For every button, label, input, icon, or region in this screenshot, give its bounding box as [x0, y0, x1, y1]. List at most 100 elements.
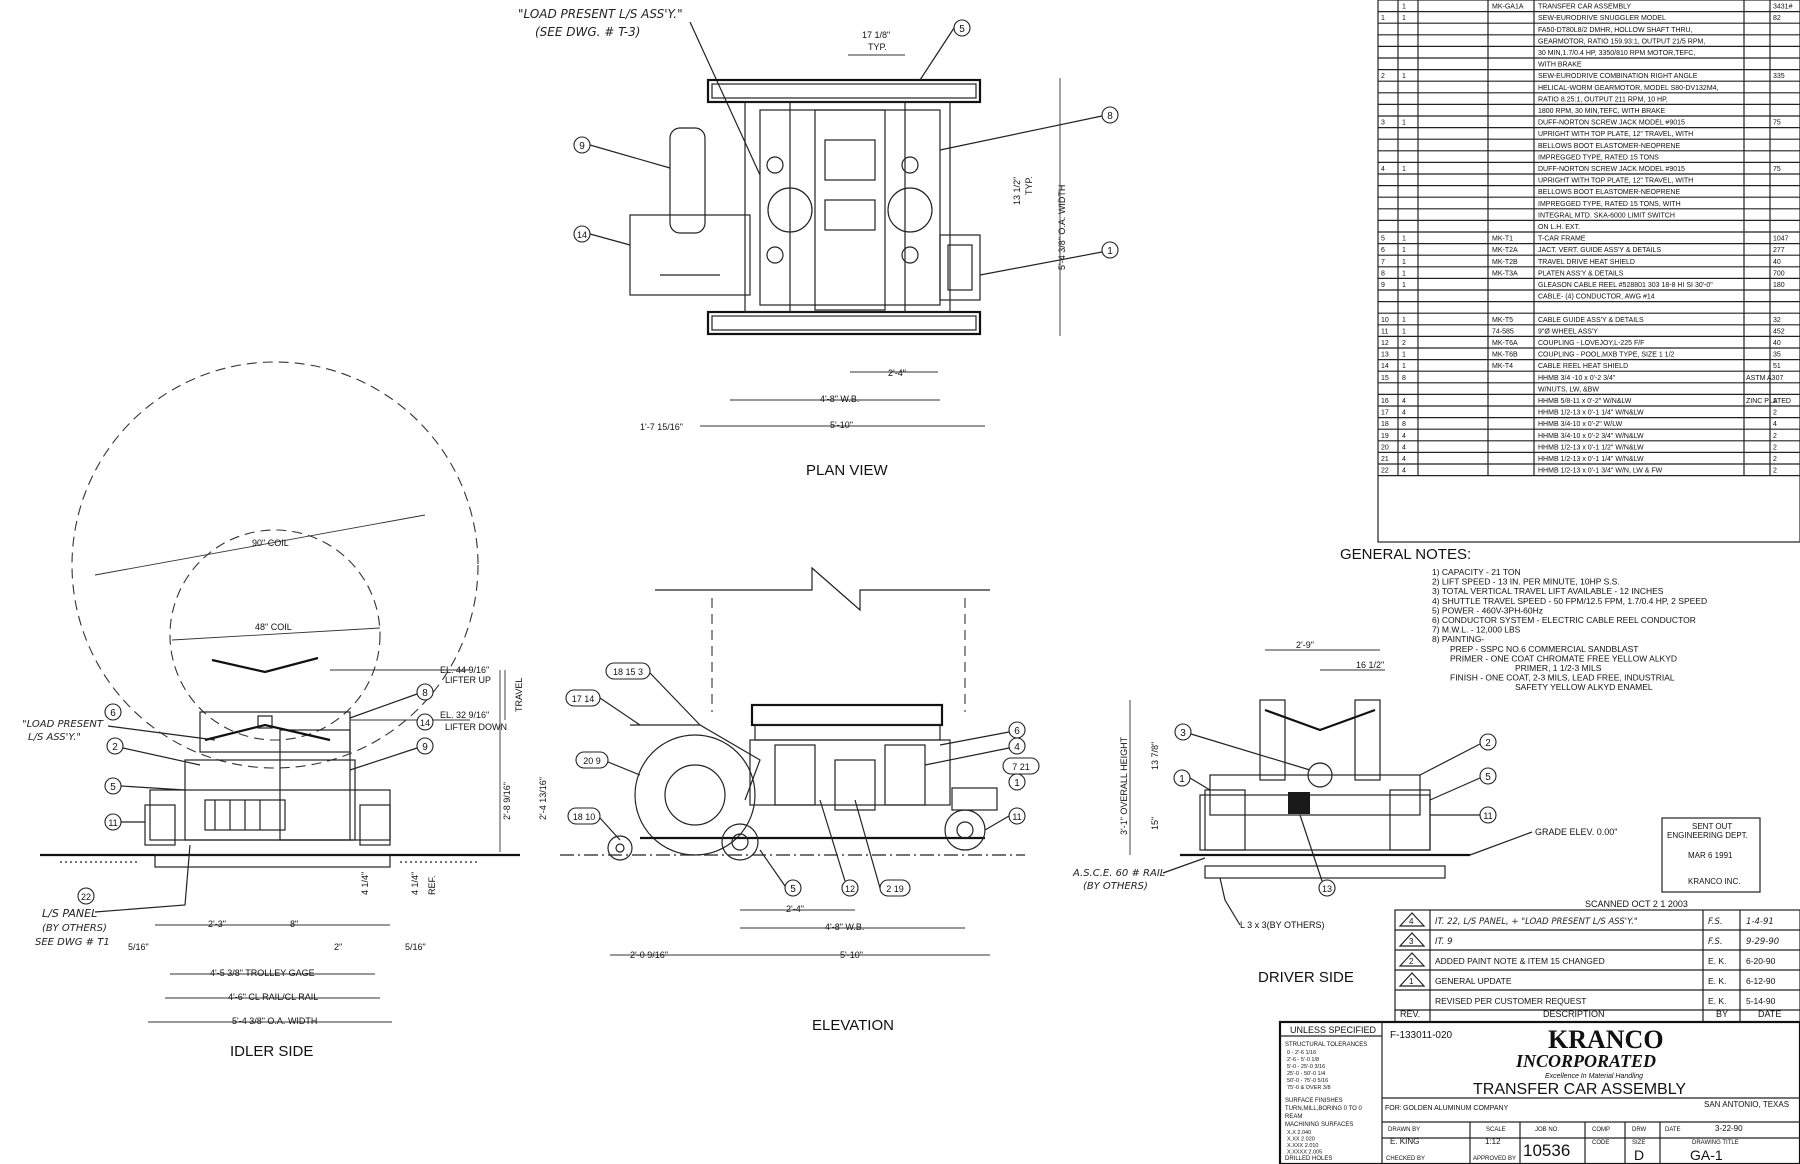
bom-description: HHMB 1/2-13 x 0'-1 1/4" W/N&LW — [1538, 410, 1644, 417]
scale-value: 1:12 — [1485, 1137, 1501, 1146]
el-down-label: EL. 32 9/16" — [440, 710, 489, 720]
bom-item-no: 20 — [1381, 444, 1389, 451]
bom-item-no: 2 — [1381, 73, 1385, 80]
idler-dim-3: 4 1/4" — [360, 872, 370, 895]
unless-specified: UNLESS SPECIFIED — [1290, 1025, 1377, 1035]
bom-description: CABLE REEL HEAT SHIELD — [1538, 363, 1628, 370]
bom-qty: 1 — [1402, 317, 1406, 324]
bom-mark: MK-T6B — [1492, 352, 1518, 359]
bom-description: COUPLING - LOVEJOY,L-225 F/F — [1538, 340, 1644, 347]
drawn-by: E. KING — [1390, 1137, 1419, 1146]
bom-weight: 32 — [1773, 317, 1781, 324]
bom-item-no: 3 — [1381, 120, 1385, 127]
bom-weight: 700 — [1773, 270, 1785, 277]
bom-weight: 180 — [1773, 282, 1785, 289]
bom-qty: 1 — [1402, 4, 1406, 11]
bom-description: INTEGRAL MTD. SKA-6000 LIMIT SWITCH — [1538, 212, 1675, 219]
idler-dim-9: 5/16" — [128, 942, 149, 952]
bom-qty: 8 — [1402, 421, 1406, 428]
scale-label: SCALE — [1486, 1127, 1506, 1133]
bom-description: HHMB 3/4-10 x 0'-2 3/4" W/N&LW — [1538, 433, 1644, 440]
bom-row: W/NUTS, LW, &BW — [1538, 386, 1599, 393]
bom-description: HHMB 1/2-13 x 0'-1 1/4" W/N&LW — [1538, 456, 1644, 463]
tolerance-row: 0 - 2'-6 1/16 — [1287, 1050, 1316, 1056]
revision-description: REVISED PER CUSTOMER REQUEST — [1435, 996, 1586, 1006]
bom-description: TRANSFER CAR ASSEMBLY — [1538, 4, 1632, 11]
bom-weight: 2 — [1773, 444, 1777, 451]
for-label: FOR: — [1385, 1105, 1402, 1112]
bom-qty: 1 — [1402, 15, 1406, 22]
driver-dim-5: 3'-1" OVERALL HEIGHT — [1119, 736, 1129, 835]
panel-note-2: (BY OTHERS) — [42, 923, 107, 934]
bom-qty: 1 — [1402, 259, 1406, 266]
bom-description: GEARMOTOR, RATIO 159.93:1, OUTPUT 21/5 R… — [1538, 38, 1705, 45]
title-block: UNLESS SPECIFIED STRUCTURAL TOLERANCES 0… — [1278, 1020, 1800, 1164]
bom-item-no: 15 — [1381, 375, 1389, 382]
coil-90-label: 90" COIL — [252, 538, 289, 548]
elev-balloon-20-9: 20 9 — [575, 751, 609, 769]
plan-balloon-9: 9 — [573, 136, 591, 154]
idler-balloon-9: 9 — [416, 737, 434, 755]
grade-note: GRADE ELEV. 0.00" — [1535, 827, 1617, 837]
general-note-line: PRIMER, 1 1/2-3 MILS — [1515, 663, 1602, 673]
for-value: GOLDEN ALUMINUM COMPANY — [1403, 1105, 1509, 1112]
bom-description: T-CAR FRAME — [1538, 236, 1586, 243]
bom-qty: 1 — [1402, 328, 1406, 335]
bom-item-no: 4 — [1381, 166, 1385, 173]
bom-mark: MK-T1 — [1492, 236, 1513, 243]
tolerance-row: 2'-6 - 5'-0 1/8 — [1287, 1057, 1319, 1063]
driver-dim-4: 15" — [1150, 817, 1160, 830]
bom-item-no: 11 — [1381, 328, 1388, 335]
svg-text:14: 14 — [577, 230, 587, 240]
bom-description: HELICAL-WORM GEARMOTOR, MODEL S80-DV132M… — [1538, 85, 1719, 92]
bom-description: 9"Ø WHEEL ASS'Y — [1538, 328, 1598, 335]
bom-row: UPRIGHT WITH TOP PLATE, 12" TRAVEL, WITH — [1538, 131, 1693, 138]
bom-description: HHMB 1/2-13 x 0'-1 3/4" W/N, LW & FW — [1538, 468, 1663, 475]
scanned-stamp: SCANNED OCT 2 1 2003 — [1585, 899, 1688, 909]
elev-balloon-18-10: 18 10 — [567, 807, 601, 825]
driver-dim-1: 2'-9" — [1296, 640, 1314, 650]
revision-by: F.S. — [1708, 937, 1723, 947]
revision-number: 4 — [1409, 917, 1414, 926]
svg-text:9: 9 — [579, 141, 585, 152]
elev-dim-2: 4'-8" W.B. — [825, 922, 864, 932]
bom-description: DUFF-NORTON SCREW JACK MODEL #9015 — [1538, 166, 1685, 173]
svg-text:13: 13 — [1322, 884, 1332, 894]
driver-side-title: DRIVER SIDE — [1258, 969, 1354, 986]
bom-mark: MK-T2B — [1492, 259, 1518, 266]
rev-hdr-date: DATE — [1758, 1009, 1781, 1019]
elev-balloon-11: 11 — [1008, 807, 1026, 825]
idler-balloon-8: 8 — [416, 683, 434, 701]
bom-mark: MK-GA1A — [1492, 4, 1524, 11]
bom-qty: 4 — [1402, 433, 1406, 440]
general-note-line: 8) PAINTING- — [1432, 634, 1484, 644]
location: SAN ANTONIO, TEXAS — [1704, 1100, 1789, 1109]
job-label: JOB NO. — [1535, 1127, 1559, 1133]
driver-dim-3: 13 7/8" — [1150, 742, 1160, 770]
bom-description: HHMB 3/4-10 x 0'-2" W/LW — [1538, 421, 1623, 428]
tolerance-row: 25'-0 - 50'-0 1/4 — [1287, 1071, 1325, 1077]
bom-description: 1800 RPM, 30 MIN,TEFC, WITH BRAKE — [1538, 108, 1666, 115]
driver-balloon-1: 1 — [1173, 769, 1191, 787]
bom-mark: MK-T2A — [1492, 247, 1518, 254]
revision-description: IT. 22, L/S PANEL, + "LOAD PRESENT L/S A… — [1435, 917, 1638, 927]
svg-text:8: 8 — [1107, 111, 1113, 122]
bom-weight: 75 — [1773, 166, 1781, 173]
bom-description: COUPLING - POOL,MXB TYPE, SIZE 1 1/2 — [1538, 352, 1675, 359]
general-note-line: 7) M.W.L. - 12,000 LBS — [1432, 625, 1521, 635]
bom-item-no: 5 — [1381, 236, 1385, 243]
svg-text:18 10: 18 10 — [573, 812, 596, 822]
idler-balloon-5: 5 — [104, 777, 122, 795]
revision-number: 1 — [1409, 977, 1414, 986]
revision-by: E. K. — [1708, 976, 1726, 986]
bom-row: GEARMOTOR, RATIO 159.93:1, OUTPUT 21/5 R… — [1538, 38, 1705, 45]
